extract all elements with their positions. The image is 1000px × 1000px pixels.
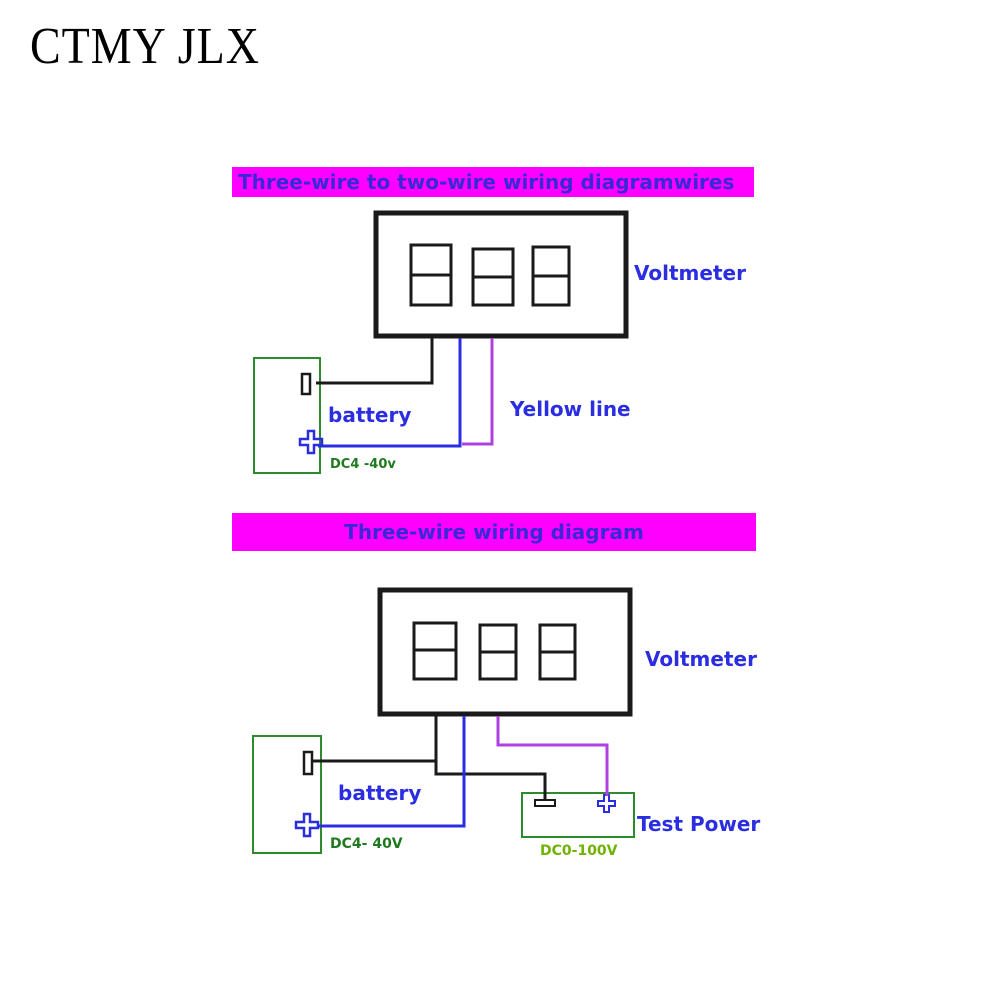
top-diagram-title: Three-wire to two-wire wiring diagramwir… — [232, 167, 754, 197]
top-blue-wire — [318, 338, 462, 448]
bottom-voltmeter-body — [377, 587, 633, 717]
bottom-voltmeter-label: Voltmeter — [645, 647, 757, 671]
top-purple-wire — [462, 338, 494, 446]
top-battery-label: battery — [328, 403, 412, 427]
test-power-plus-icon — [597, 794, 616, 813]
top-digit-1 — [409, 243, 453, 307]
top-voltmeter-label: Voltmeter — [634, 261, 746, 285]
yellow-line-label: Yellow line — [510, 397, 631, 421]
test-power-label: Test Power — [637, 812, 761, 836]
bottom-battery-label: battery — [338, 781, 422, 805]
top-voltmeter-display — [409, 243, 571, 307]
top-digit-3 — [531, 245, 571, 307]
bottom-battery-plus-icon — [294, 812, 320, 838]
top-battery-range: DC4 -40v — [330, 457, 396, 472]
top-digit-2 — [471, 247, 515, 307]
bottom-digit-3 — [538, 623, 577, 681]
bottom-digit-2 — [478, 623, 518, 681]
bottom-blue-wire — [318, 716, 466, 828]
top-battery-minus-icon — [300, 372, 312, 396]
top-voltmeter-body — [373, 210, 629, 339]
bottom-battery-range: DC4- 40V — [330, 836, 403, 852]
test-power-box — [521, 792, 635, 838]
top-battery-box — [253, 357, 321, 474]
test-power-range: DC0-100V — [540, 843, 618, 859]
brand-logo-text: CTMY JLX — [30, 17, 260, 75]
bottom-battery-minus-icon — [302, 750, 314, 776]
bottom-black-wire-test-power — [434, 761, 547, 800]
bottom-digit-1 — [412, 621, 458, 681]
bottom-voltmeter-display — [412, 621, 577, 681]
bottom-purple-wire — [496, 716, 609, 796]
bottom-black-wire-battery — [312, 716, 438, 763]
bottom-battery-box — [252, 735, 322, 854]
test-power-minus-icon — [534, 799, 556, 807]
top-black-wire — [316, 338, 434, 385]
bottom-diagram-title: Three-wire wiring diagram — [232, 513, 756, 551]
top-battery-plus-icon — [298, 429, 324, 455]
